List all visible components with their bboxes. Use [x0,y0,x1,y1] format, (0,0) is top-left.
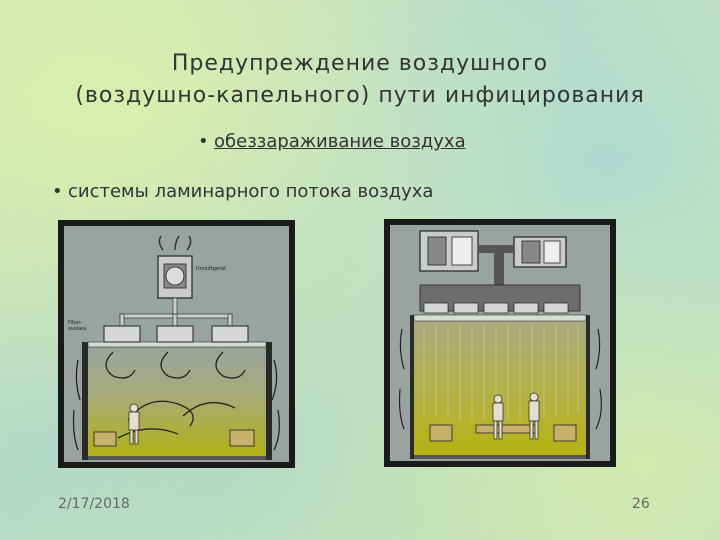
right-wall [266,342,272,460]
equipment-left [94,432,116,446]
ventilation-diagram-left-svg: Umluftgerät Filter- auslass [58,220,295,468]
equipment-right [230,430,254,446]
bullet-marker: • [198,131,214,152]
floor [88,456,266,460]
ventilation-diagram-left: Umluftgerät Filter- auslass [58,220,295,468]
bullet-laminar-flow: •системы ламинарного потока воздуха [52,181,433,202]
label-umluftgeraet: Umluftgerät [196,266,226,272]
filter-block-1 [428,237,446,265]
slide-date: 2/17/2018 [58,496,130,512]
bullet-air-disinfection: •обеззараживание воздуха [198,131,466,152]
duct-main [173,298,177,316]
filter-block-2 [522,241,540,263]
title-line-2: (воздушно-капельного) пути инфицирования [0,80,720,112]
filter-outlet-1 [104,326,140,342]
floor [414,455,586,459]
operating-table [476,425,536,433]
fan-icon [166,267,184,285]
bullet-text[interactable]: обеззараживание воздуха [214,131,466,152]
bullet-marker: • [52,181,68,202]
right-wall [586,315,590,459]
equipment-right [554,425,576,441]
diffuser-row [424,303,568,313]
left-wall [410,315,414,459]
slide-number: 26 [632,496,650,512]
filter-outlet-2 [157,326,193,342]
equipment-left [430,425,452,441]
bullet-text: системы ламинарного потока воздуха [68,181,433,202]
filter-outlet-3 [212,326,248,342]
left-wall [82,342,88,460]
label-filter-2: auslass [68,326,87,332]
ventilation-diagram-right [384,219,616,467]
title-line-1: Предупреждение воздушного [0,48,720,80]
duct-down [494,245,504,287]
ceiling-panel [88,342,266,347]
ventilation-diagram-right-svg [384,219,616,467]
fan-block-1 [452,237,472,265]
fan-block-2 [544,241,560,263]
ceiling-panel [414,315,586,321]
slide-title: Предупреждение воздушного (воздушно-капе… [0,48,720,112]
